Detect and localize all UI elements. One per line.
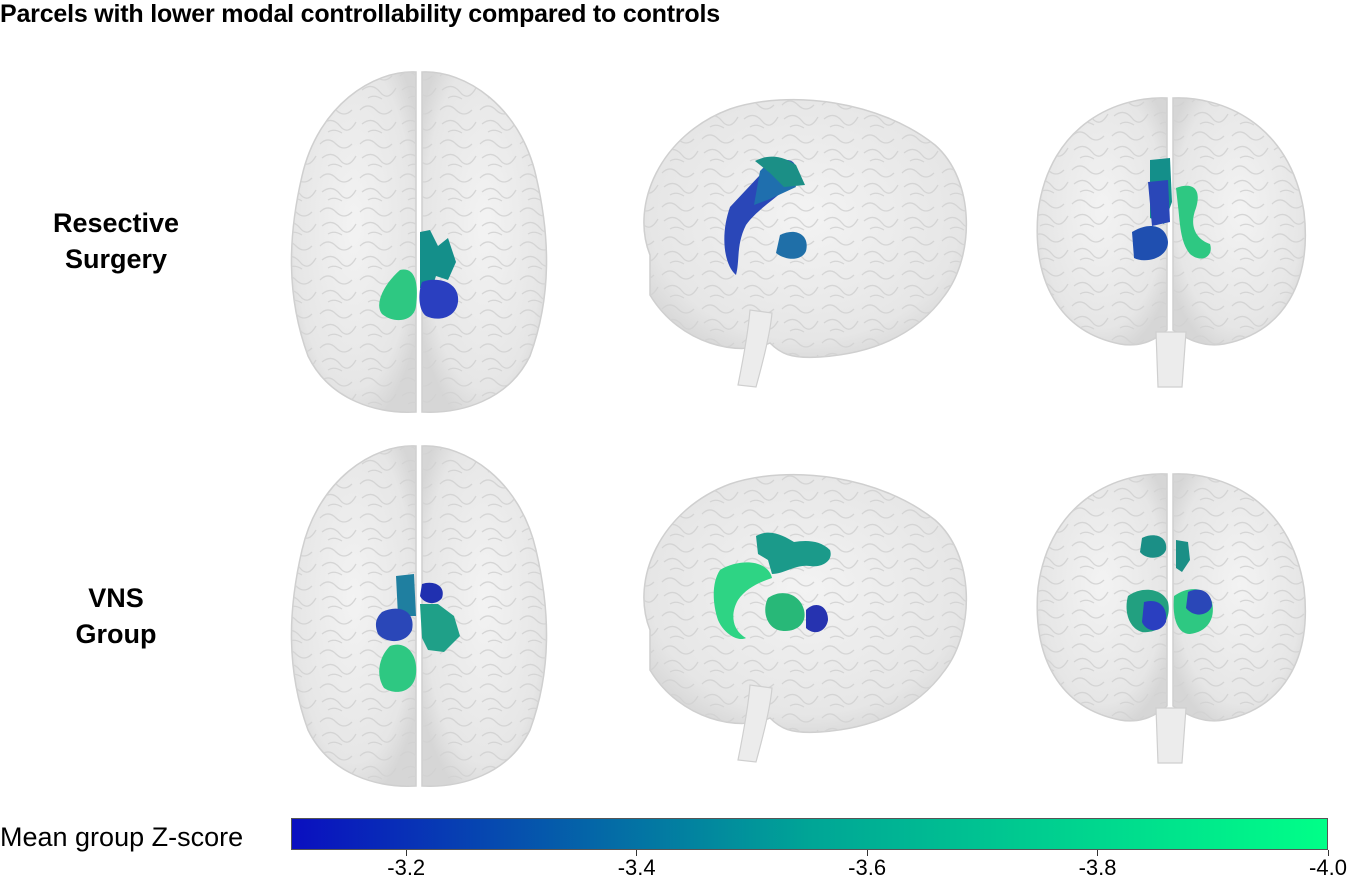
colorbar-tick bbox=[1097, 850, 1099, 856]
colorbar-tick-label: -3.4 bbox=[617, 855, 656, 880]
parcel-region bbox=[756, 532, 831, 574]
colorbar-tick-label: -3.8 bbox=[1078, 855, 1117, 880]
colorbar-tick bbox=[636, 850, 638, 856]
parcel-region bbox=[1132, 226, 1168, 261]
parcel-region bbox=[379, 644, 417, 692]
parcel-region bbox=[755, 156, 805, 187]
colorbar-tick bbox=[866, 850, 868, 856]
colorbar-tick-label: -3.6 bbox=[848, 855, 887, 880]
parcel-region bbox=[420, 582, 443, 604]
colorbar-tick-label: -3.2 bbox=[387, 855, 426, 880]
parcel-region bbox=[1186, 589, 1212, 615]
parcel-region bbox=[420, 604, 460, 652]
colorbar-label: Mean group Z-score bbox=[0, 822, 244, 852]
row-label-vns-group: VNS Group bbox=[0, 580, 232, 652]
brain-coronal-resective bbox=[1036, 97, 1306, 388]
colorbar-tick bbox=[1327, 850, 1329, 856]
parcel-region bbox=[379, 269, 417, 321]
parcel-region bbox=[1142, 600, 1167, 631]
parcel-region bbox=[1148, 180, 1170, 226]
brain-axial-vns bbox=[290, 445, 548, 787]
colorbar-tick-label: -4.0 bbox=[1309, 855, 1347, 880]
parcel-region bbox=[806, 605, 828, 633]
brain-sagittal-vns bbox=[643, 473, 968, 763]
row-label-resective-surgery: Resective Surgery bbox=[0, 205, 232, 277]
row-label-line1: VNS bbox=[88, 583, 144, 613]
row-label-line2: Group bbox=[75, 619, 157, 649]
parcel-region bbox=[765, 593, 805, 632]
brain-axial-resective bbox=[290, 71, 548, 413]
row-label-line1: Resective bbox=[52, 208, 180, 238]
parcel-region bbox=[1176, 540, 1190, 572]
parcel-region bbox=[776, 231, 807, 259]
parcel-region bbox=[1140, 535, 1167, 558]
colorbar bbox=[291, 818, 1328, 850]
row-label-line2: Surgery bbox=[64, 244, 168, 274]
parcel-region bbox=[420, 230, 456, 294]
parcel-region bbox=[1176, 185, 1211, 259]
parcel-region bbox=[713, 562, 772, 640]
colorbar-tick bbox=[405, 850, 407, 856]
parcel-region bbox=[375, 608, 413, 642]
brain-sagittal-resective bbox=[643, 98, 968, 388]
parcel-region bbox=[396, 574, 416, 616]
parcel-region bbox=[419, 279, 459, 319]
figure-title: Parcels with lower modal controllability… bbox=[0, 0, 720, 28]
brain-coronal-vns bbox=[1036, 473, 1306, 764]
